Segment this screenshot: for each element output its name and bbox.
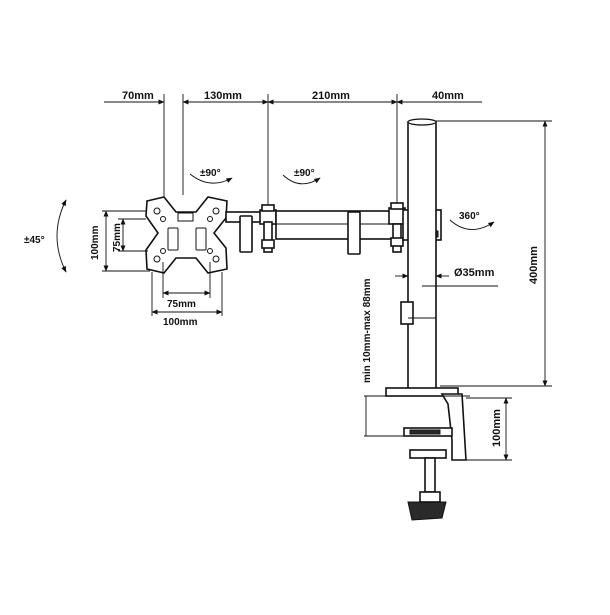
vesa-plate xyxy=(145,196,228,274)
dim-75-width-label: 75mm xyxy=(167,299,196,310)
clamp-height-label: 100mm xyxy=(491,409,503,447)
swivel-1-label: ±90° xyxy=(200,168,221,179)
dim-40-label: 40mm xyxy=(432,90,464,102)
dim-75-height-label: 75mm xyxy=(112,223,123,252)
rotation-label: 360° xyxy=(459,211,480,222)
dim-100-width-label: 100mm xyxy=(163,317,198,328)
dim-130-label: 130mm xyxy=(204,90,242,102)
pole xyxy=(400,118,437,391)
top-dimensions: 70mm 130mm 210mm 40mm xyxy=(104,90,482,210)
clamp-range-label: min 10mm-max 88mm xyxy=(362,278,373,383)
vesa-horizontal-dimensions: 75mm 100mm xyxy=(151,262,223,328)
swivel-2-label: ±90° xyxy=(294,168,315,179)
desk-clamp xyxy=(385,387,467,521)
vesa-vertical-dimensions: 100mm 75mm xyxy=(90,210,150,272)
tilt-indicator: ±45° xyxy=(24,199,67,273)
dim-70-label: 70mm xyxy=(122,90,154,102)
pole-diameter-dimension: Ø35mm xyxy=(395,267,498,287)
pole-diameter-label: Ø35mm xyxy=(454,267,495,279)
clamp-dimension-lines: 100mm xyxy=(364,395,512,461)
dim-100-height-label: 100mm xyxy=(90,225,101,260)
tilt-label: ±45° xyxy=(24,235,45,246)
height-dimension: 400mm xyxy=(418,120,552,387)
dim-210-label: 210mm xyxy=(312,90,350,102)
swivel-indicators: ±90° ±90° 360° xyxy=(189,168,495,230)
dim-400-label: 400mm xyxy=(528,246,540,284)
